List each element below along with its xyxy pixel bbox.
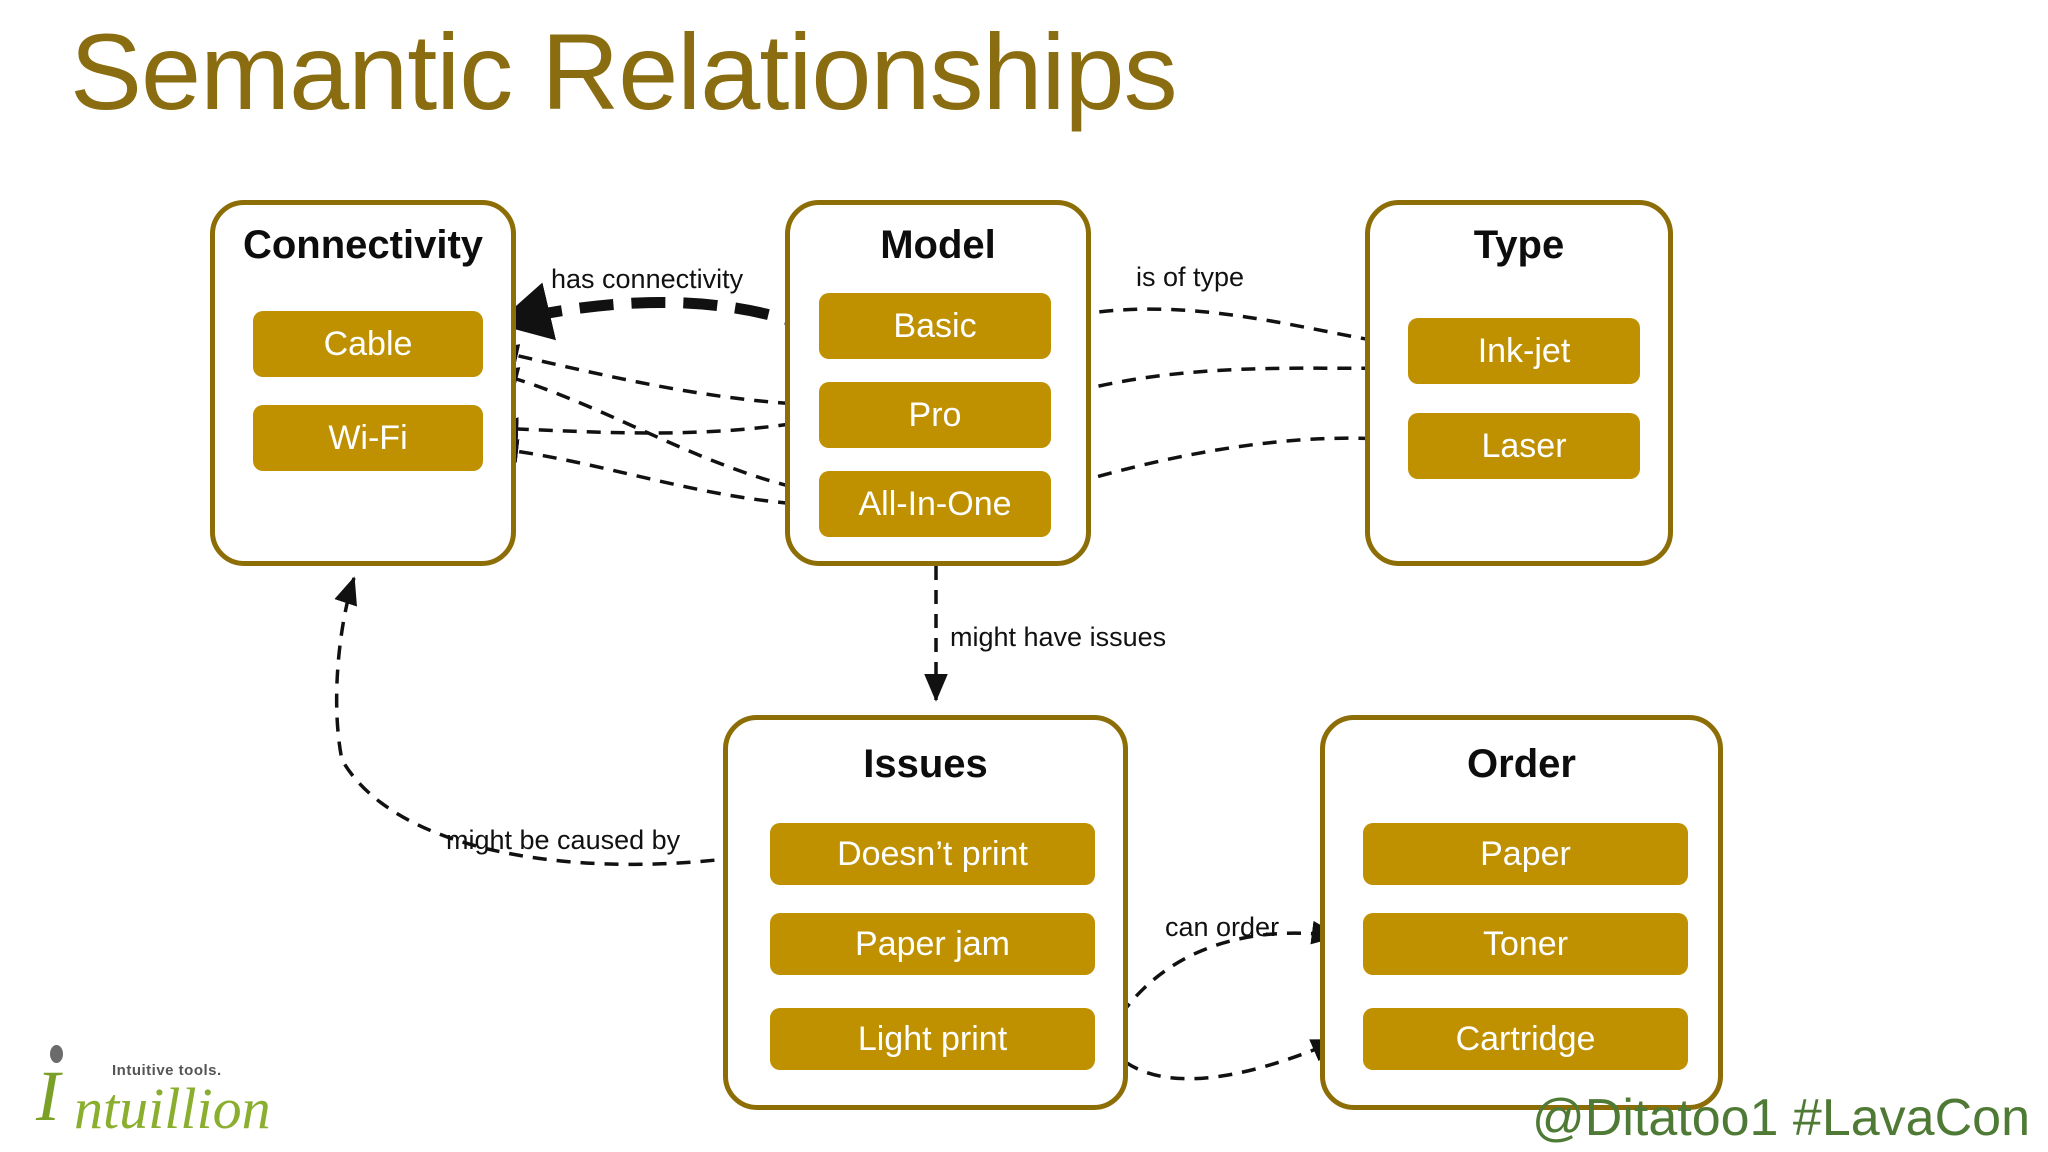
edge-pro-to-cable (490, 344, 817, 407)
edge-pro-to-inkjet (1051, 356, 1398, 400)
item-paper[interactable]: Paper (1363, 823, 1688, 885)
edge-issues-to-connectivity (334, 576, 763, 867)
edge-label-can-order: can order (1165, 912, 1280, 942)
item-basic[interactable]: Basic (819, 293, 1051, 359)
group-box-model[interactable]: Model Basic Pro All-In-One (785, 200, 1091, 566)
edge-aio-to-wifi (490, 439, 817, 507)
group-title-issues: Issues (863, 742, 988, 786)
item-cable[interactable]: Cable (253, 311, 483, 377)
group-box-type[interactable]: Type Ink-jet Laser (1365, 200, 1673, 566)
group-box-order[interactable]: Order Paper Toner Cartridge (1320, 715, 1723, 1110)
item-doesnt-print[interactable]: Doesn’t print (770, 823, 1095, 885)
edge-label-is-of-type: is of type (1136, 262, 1245, 292)
item-wifi[interactable]: Wi-Fi (253, 405, 483, 471)
item-cartridge[interactable]: Cartridge (1363, 1008, 1688, 1070)
intuillion-logo: I ntuillion Intuitive tools. (30, 1040, 271, 1145)
page-title: Semantic Relationships (70, 11, 1178, 132)
item-pro[interactable]: Pro (819, 382, 1051, 448)
item-laser[interactable]: Laser (1408, 413, 1640, 479)
edge-aio-to-laser (1051, 425, 1398, 492)
item-paper-jam[interactable]: Paper jam (770, 913, 1095, 975)
edge-aio-to-cable (490, 367, 817, 494)
logo-tagline: Intuitive tools. (112, 1062, 222, 1079)
group-title-order: Order (1467, 742, 1576, 786)
group-box-connectivity[interactable]: Connectivity Cable Wi-Fi (210, 200, 516, 566)
edge-label-might-be-caused-by: might be caused by (446, 825, 681, 855)
item-ink-jet[interactable]: Ink-jet (1408, 318, 1640, 384)
edge-basic-to-inkjet (1051, 307, 1398, 352)
item-light-print[interactable]: Light print (770, 1008, 1095, 1070)
edge-pro-to-wifi (490, 417, 817, 441)
logo-wordmark: ntuillion (74, 1076, 271, 1141)
edge-label-might-have-issues: might have issues (950, 622, 1167, 652)
logo-dot-icon (50, 1045, 63, 1063)
edge-lightprint-to-cartridge (1106, 1038, 1340, 1081)
edge-label-has-connectivity: has connectivity (551, 264, 744, 294)
item-toner[interactable]: Toner (1363, 913, 1688, 975)
group-title-model: Model (880, 223, 996, 267)
item-all-in-one[interactable]: All-In-One (819, 471, 1051, 537)
group-title-connectivity: Connectivity (242, 223, 484, 267)
logo-initial: I (36, 1056, 60, 1136)
edge-lightprint-to-toner (1106, 920, 1340, 1036)
social-handle: @Ditatoo1 #LavaCon (1532, 1089, 2030, 1147)
group-box-issues[interactable]: Issues Doesn’t print Paper jam Light pri… (723, 715, 1128, 1110)
edge-has-connectivity (495, 282, 820, 341)
group-title-type: Type (1473, 223, 1565, 267)
